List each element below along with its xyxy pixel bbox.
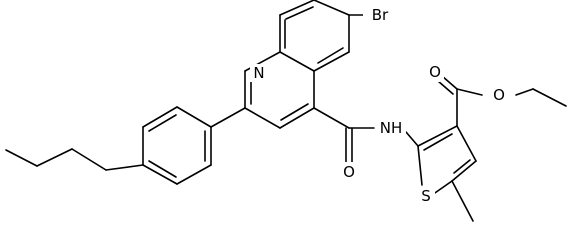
bond [176,164,212,185]
bond [36,148,73,167]
atom-label-nh: NH [380,119,403,137]
atom-label-s: S [421,187,431,205]
atom-label-n: N [253,64,264,82]
bond [279,51,315,72]
bond [313,51,350,72]
bond-carbonyl [441,75,458,90]
bond [279,0,315,16]
bond-double-inner [148,114,177,132]
bond [105,164,144,171]
bond-carbonyl [437,80,454,95]
bond-double-inner [423,133,453,151]
thiophene-ring [417,125,477,196]
bond [456,88,483,96]
atom-label-br: Br [372,6,389,24]
bond-methyl [451,180,474,222]
bond [142,106,178,128]
bond [456,125,477,162]
ethyl-ester-group [437,75,567,127]
bond-double-inner [285,6,314,20]
bond [515,88,534,96]
bond [5,149,38,167]
quinoline-benzo-ring [279,0,350,72]
atom-label-o-carbonyl: O [429,63,441,81]
bond [176,106,212,128]
atom-label-o-ester: O [493,86,505,104]
bond [532,88,567,107]
bond-double-inner [317,47,344,64]
bond-double-inner [453,159,471,174]
bond [431,180,453,196]
bond [417,125,458,147]
bond [244,107,281,129]
bond-double-inner [148,160,177,178]
atom-labels: Br N NH O O O S [250,5,508,206]
bond [71,148,107,171]
bond [313,107,350,129]
atom-label-o-amide: O [343,163,355,181]
bond [451,160,477,182]
bond [142,164,178,185]
amide-group [313,107,419,163]
bond [313,0,350,16]
bond-double-inner [280,103,309,121]
bond [279,107,315,129]
bond [405,131,419,147]
bond-aryl-link [210,107,246,128]
phenyl-ring [142,106,212,185]
bond [417,145,423,186]
butyl-chain [5,148,144,171]
